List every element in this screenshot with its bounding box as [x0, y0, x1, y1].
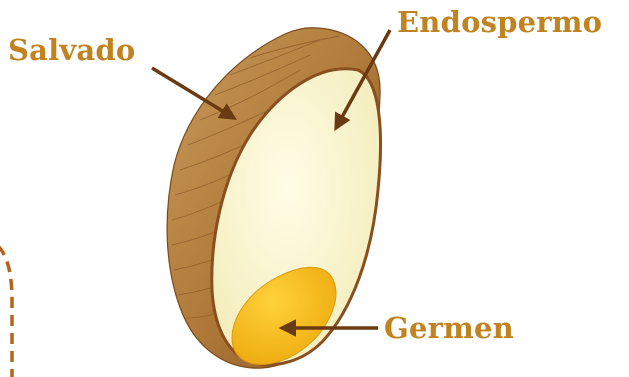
- dashed-guide-line: [0, 246, 12, 377]
- endosperm-label: Endospermo: [397, 8, 602, 37]
- germ-label: Germen: [384, 314, 514, 343]
- bran-label: Salvado: [8, 36, 135, 65]
